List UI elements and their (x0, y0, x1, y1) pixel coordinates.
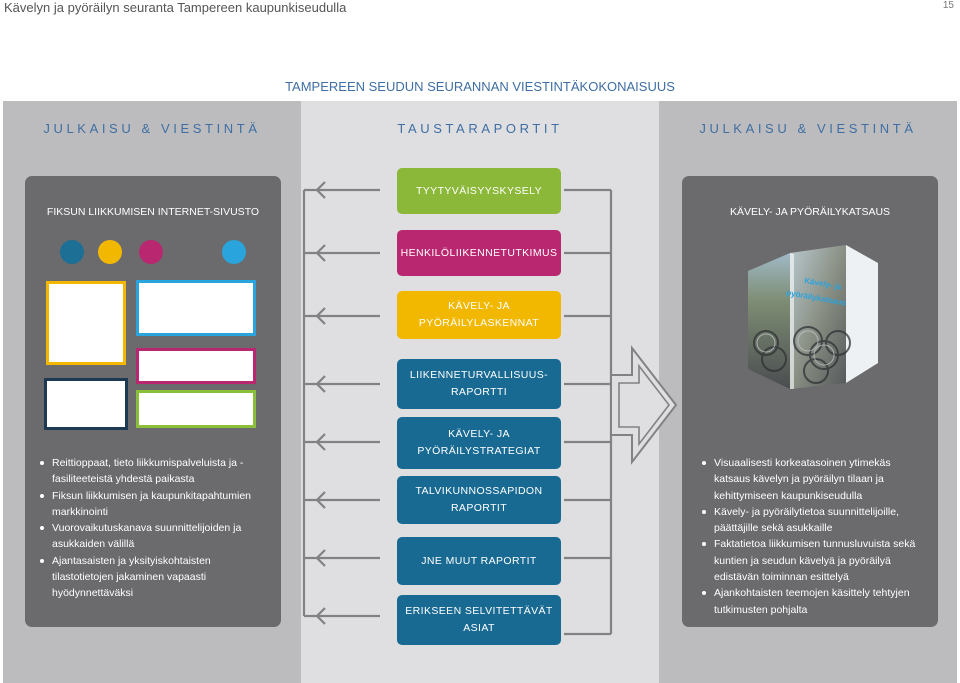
report-box: LIIKENNETURVALLISUUS- RAPORTTI (397, 359, 561, 409)
document-header-title: Kävelyn ja pyöräilyn seuranta Tampereen … (4, 0, 347, 15)
report-box: KÄVELY- JA PYÖRÄILYLASKENNAT (397, 291, 561, 339)
middle-column-heading: TAUSTARAPORTIT (397, 121, 563, 136)
color-dot (222, 240, 246, 264)
big-right-arrow (610, 345, 678, 465)
diagram-title: TAMPEREEN SEUDUN SEURANNAN VIESTINTÄKOKO… (285, 79, 675, 94)
color-dot (60, 240, 84, 264)
bullet-item: Fiksun liikkumisen ja kaupunkitapahtumie… (38, 488, 270, 521)
report-box: ERIKSEEN SELVITETTÄVÄT ASIAT (397, 595, 561, 645)
left-panel-bullets: Reittioppaat, tieto liikkumispalveluista… (38, 455, 270, 602)
color-dot (98, 240, 122, 264)
bullet-item: Ajantasaisten ja yksityiskohtaisten tila… (38, 553, 270, 602)
color-dot (139, 240, 163, 264)
bullet-item: Faktatietoa liikkumisen tunnusluvuista s… (700, 536, 926, 585)
report-box-label-line: ASIAT (463, 622, 495, 634)
report-box-label-line: JNE MUUT RAPORTIT (421, 554, 537, 567)
report-box-label-line: KÄVELY- JA (448, 300, 510, 312)
right-panel-title: KÄVELY- JA PYÖRÄILYKATSAUS (729, 206, 891, 218)
website-thumbnail (44, 378, 128, 430)
report-box-label-line: HENKILÖLIIKENNETUTKIMUS (400, 246, 558, 259)
report-box: JNE MUUT RAPORTIT (397, 537, 561, 585)
website-thumbnail (136, 280, 256, 336)
report-box: KÄVELY- JA PYÖRÄILYSTRATEGIAT (397, 417, 561, 469)
left-column-heading: JULKAISU & VIESTINTÄ (43, 121, 261, 136)
bullet-item: Visuaalisesti korkeatasoinen ytimekäs ka… (700, 455, 926, 504)
report-box: TALVIKUNNOSSAPIDON RAPORTIT (397, 476, 561, 524)
right-connectors (564, 188, 611, 636)
right-panel-bullets: Visuaalisesti korkeatasoinen ytimekäs ka… (700, 455, 926, 618)
report-box-label-line: PYÖRÄILYSTRATEGIAT (417, 445, 541, 457)
page-number: 15 (942, 0, 954, 11)
report-box-label-line: PYÖRÄILYLASKENNAT (418, 317, 540, 329)
report-box-label-line: ERIKSEEN SELVITETTÄVÄT (405, 605, 553, 617)
report-box-label-line: TYYTYVÄISYYSKYSELY (415, 184, 543, 197)
left-panel-title: FIKSUN LIIKKUMISEN INTERNET-SIVUSTO (46, 206, 260, 218)
website-thumbnail (136, 390, 256, 428)
report-box: HENKILÖLIIKENNETUTKIMUS (397, 230, 561, 276)
bullet-item: Vuorovaikutuskanava suunnittelijoiden ja… (38, 520, 270, 553)
report-box-label-line: TALVIKUNNOSSAPIDON (415, 485, 543, 497)
report-box: TYYTYVÄISYYSKYSELY (397, 168, 561, 214)
booklet-image: Kävely- ja pyöräilykatsaus (748, 245, 878, 389)
right-column-heading: JULKAISU & VIESTINTÄ (699, 121, 917, 136)
report-box-label-line: RAPORTTI (450, 386, 508, 398)
report-box-label-line: LIIKENNETURVALLISUUS- (409, 369, 549, 381)
website-thumbnail (136, 348, 256, 384)
left-arrows (304, 181, 380, 625)
report-box-label-line: KÄVELY- JA (448, 428, 510, 440)
bullet-item: Ajankohtaisten teemojen käsittely tehtyj… (700, 585, 926, 618)
bullet-item: Kävely- ja pyöräilytietoa suunnittelijoi… (700, 504, 926, 537)
bullet-item: Reittioppaat, tieto liikkumispalveluista… (38, 455, 270, 488)
report-box-label-line: RAPORTIT (450, 502, 508, 514)
website-thumbnail (46, 281, 126, 365)
